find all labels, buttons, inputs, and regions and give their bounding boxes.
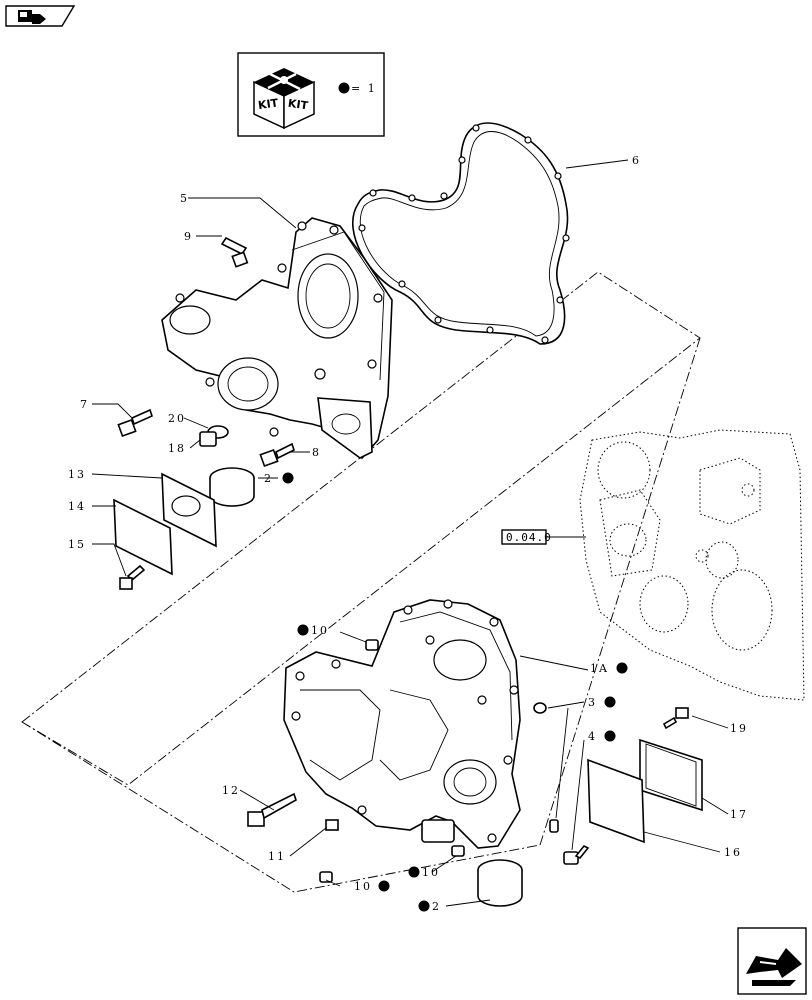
callout-1A: 1A (590, 662, 609, 675)
bolt-8 (259, 442, 295, 468)
upper-timing-cover (161, 217, 393, 460)
callout-8: 8 (312, 446, 321, 459)
callout-12: 12 (222, 784, 240, 797)
callout-18: 18 (168, 442, 186, 455)
kit-dot-icon (604, 730, 616, 742)
kit-dot-icon (418, 900, 430, 912)
kit-badge-left: KIT (257, 96, 279, 112)
callout-10-top: 10 (311, 624, 329, 637)
dowel-10-top (365, 639, 379, 651)
lower-timing-housing (283, 599, 521, 849)
kit-badge-right: KIT (287, 97, 309, 113)
callout-11: 11 (268, 850, 286, 863)
callout-16: 16 (724, 846, 742, 859)
callout-15: 15 (68, 538, 86, 551)
callout-14: 14 (68, 500, 86, 513)
engine-block-reference (579, 429, 805, 701)
plug-18 (199, 431, 217, 447)
bolt-12 (247, 792, 297, 827)
kit-dot-icon (282, 472, 294, 484)
plate-14 (113, 498, 173, 576)
callout-2-upper: 2 (264, 472, 273, 485)
callout-10-low: 10 (354, 880, 372, 893)
next-page-arrow-icon (746, 948, 802, 986)
callout-6: 6 (632, 154, 641, 167)
bolt-19 (662, 707, 689, 730)
nut-3 (533, 702, 547, 714)
kit-legend-text: = 1 (351, 82, 377, 95)
callout-3: 3 (588, 696, 597, 709)
callout-17: 17 (730, 808, 748, 821)
bolt-4 (563, 844, 590, 865)
arrow-tab-icon (18, 10, 46, 24)
seal-2-lower (477, 859, 523, 907)
reference-box[interactable]: 0.04.0 (501, 529, 586, 545)
gasket-17 (639, 738, 703, 812)
kit-dot-icon (604, 696, 616, 708)
callout-19: 19 (730, 722, 748, 735)
cover-plate-16 (587, 758, 645, 844)
kit-legend: KIT KIT = 1 (237, 52, 385, 137)
bolt-7 (117, 408, 153, 438)
kit-dot-icon (408, 866, 420, 878)
next-page-button[interactable] (737, 927, 807, 995)
gasket (352, 122, 570, 345)
callout-5: 5 (180, 192, 189, 205)
bolt-15 (119, 564, 146, 590)
bolt-11 (325, 819, 339, 831)
stud-3 (549, 819, 559, 833)
kit-box-icon: KIT KIT (253, 68, 315, 130)
gasket-13 (161, 472, 217, 548)
kit-dot-icon (338, 82, 350, 94)
callouts: 6 5 9 7 20 18 8 2 13 14 15 10 1A 3 4 19 … (68, 154, 748, 913)
kit-dot-icon (616, 662, 628, 674)
reference-code: 0.04.0 (506, 531, 552, 544)
top-left-tab[interactable] (5, 5, 76, 27)
kit-dot-icon (297, 624, 309, 636)
callout-13: 13 (68, 468, 86, 481)
callout-20: 20 (168, 412, 186, 425)
kit-dot-icon (378, 880, 390, 892)
bolt-9 (220, 236, 249, 268)
seal-2-upper (209, 467, 255, 507)
callout-9: 9 (184, 230, 193, 243)
dowel-10-mid (451, 845, 465, 857)
leader-lines (91, 159, 729, 907)
callout-7: 7 (80, 398, 89, 411)
callout-2-lower: 2 (432, 900, 441, 913)
callout-10-mid: 10 (422, 866, 440, 879)
callout-4: 4 (588, 730, 597, 743)
dowel-10-low (319, 871, 333, 883)
